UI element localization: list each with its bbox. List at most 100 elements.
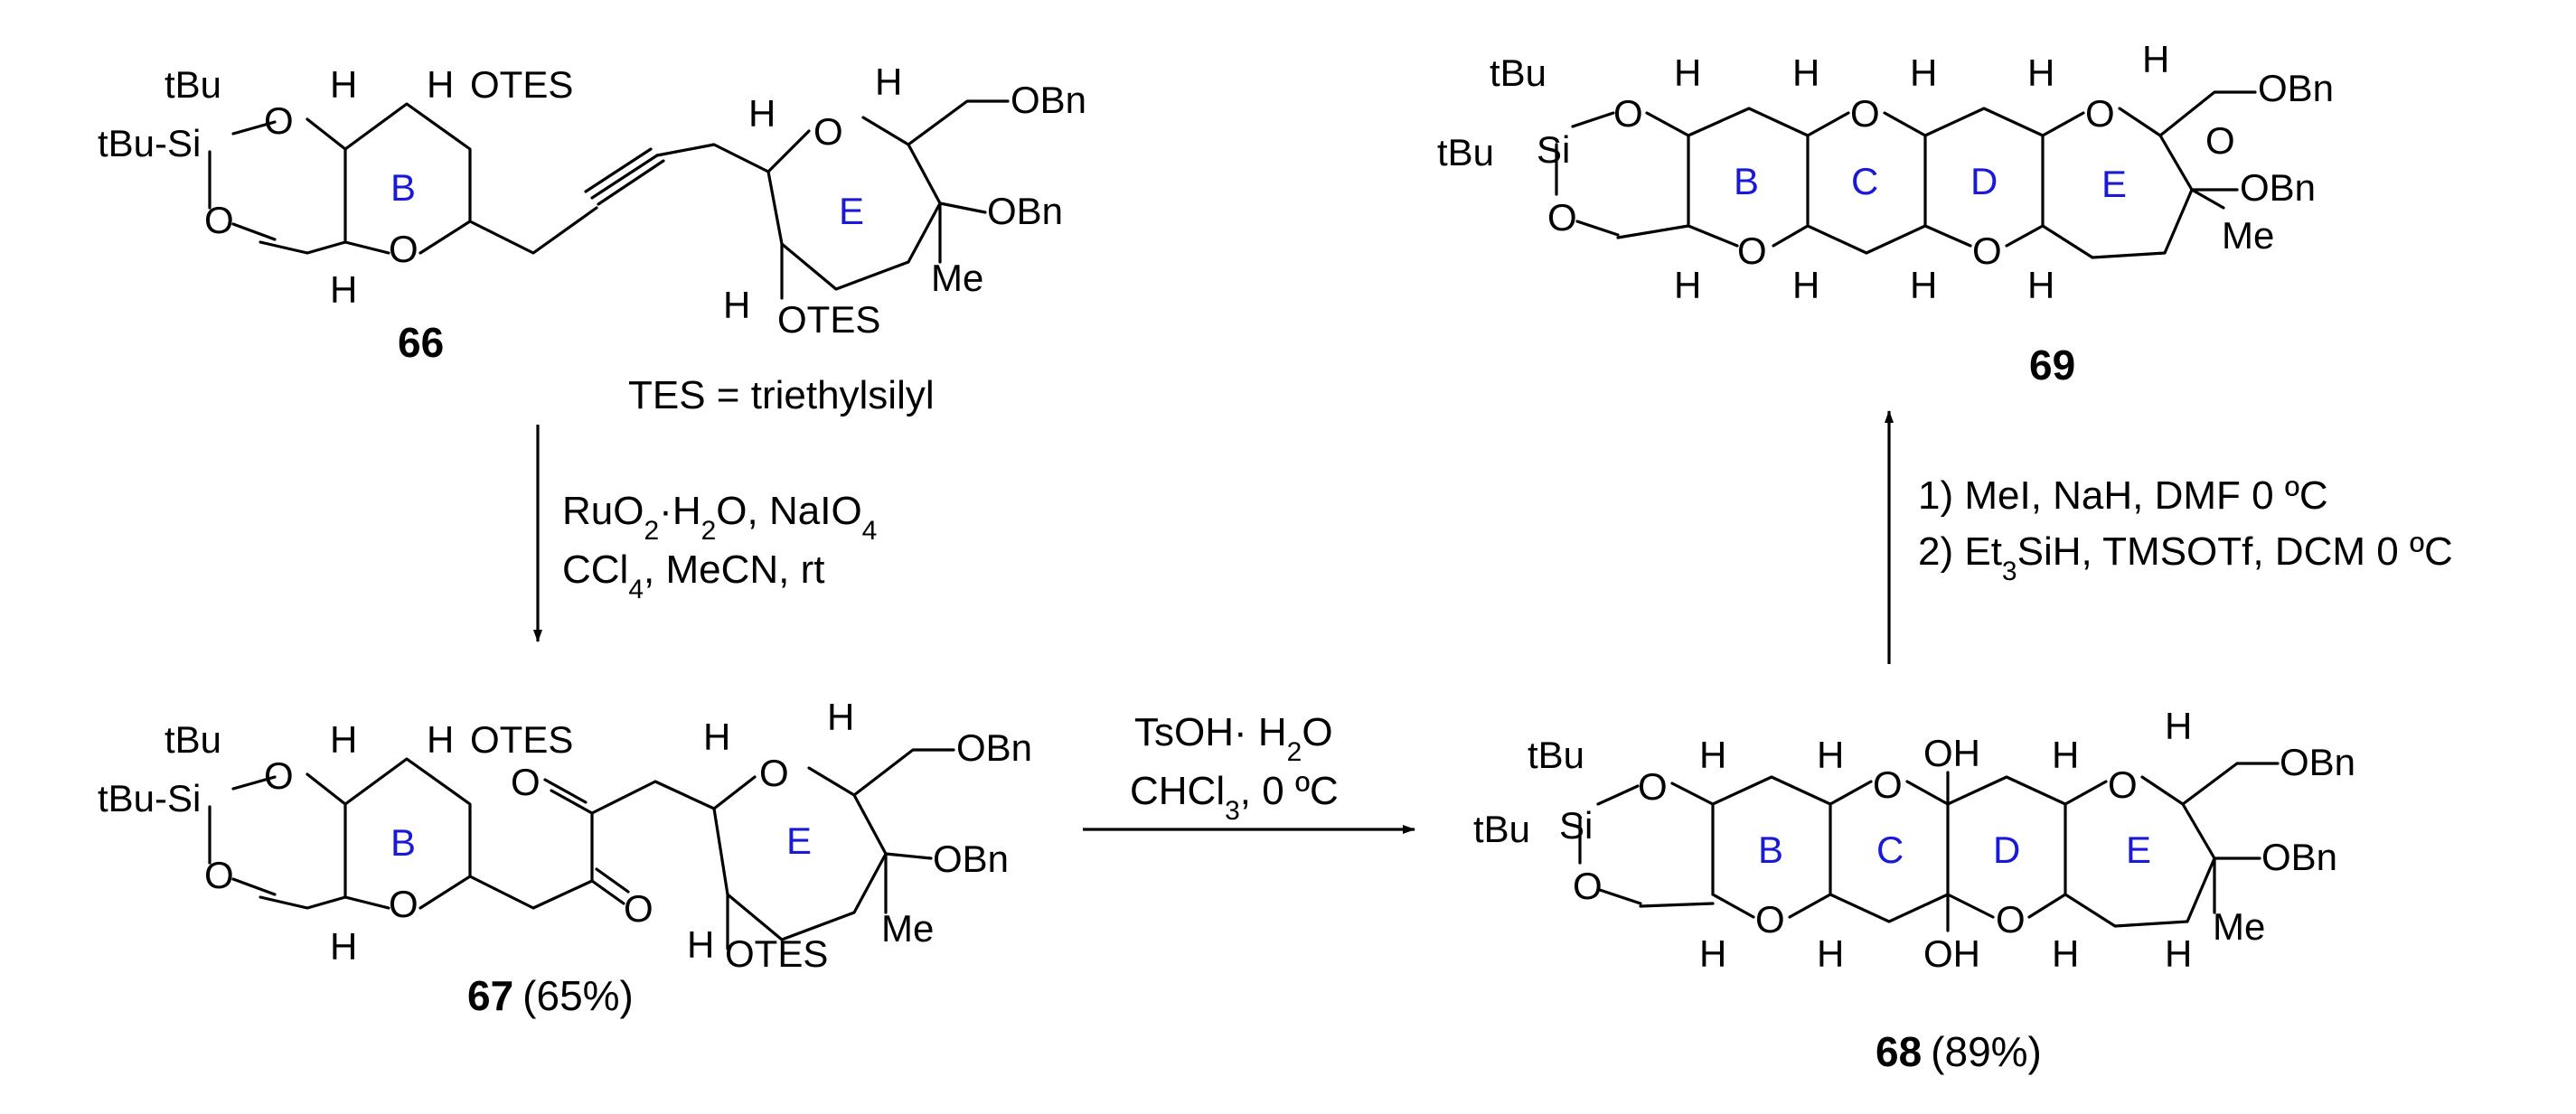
step-68-to-69-conditions-line1: 1) MeI, NaH, DMF 0 ºC — [1918, 473, 2328, 518]
compound-67-label: OBn — [956, 726, 1032, 769]
compound-69-ring-label: D — [1970, 160, 1998, 202]
compound-68-label: Me — [2213, 905, 2265, 948]
compound-68-label: O — [1573, 865, 1603, 907]
compound-67-label: OBn — [933, 838, 1009, 880]
step-67-to-68-conditions-line2: CHCl3, 0 ºC — [1130, 769, 1339, 826]
compound-66-ring-label: B — [390, 166, 416, 209]
compound-68-bonds — [1578, 762, 2280, 932]
step-66-to-67: RuO2·H2O, NaIO4 CCl4, MeCN, rt — [533, 425, 877, 642]
compound-69-bonds — [1555, 90, 2257, 259]
compound-68-ring-label: B — [1758, 828, 1783, 871]
step-67-to-68: TsOH· H2O CHCl3, 0 ºC — [1083, 710, 1415, 834]
compound-68-label: H — [1699, 734, 1726, 776]
compound-69-ring-label: E — [2101, 163, 2127, 205]
compound-68-label: O — [1638, 765, 1668, 808]
step-68-to-69: 1) MeI, NaH, DMF 0 ºC 2) Et3SiH, TMSOTf,… — [1885, 410, 2453, 664]
compound-67-label: O — [204, 854, 234, 896]
compound-68-label: OH — [1923, 932, 1980, 975]
compound-66-label: H — [875, 61, 902, 103]
compound-67-label: tBu-Si — [98, 777, 201, 819]
compound-69-label: OBn — [2240, 166, 2316, 209]
compound-67-label: Me — [881, 907, 934, 950]
compound-68: tBu tBu Si O O O O O O OH OH H H H H H H… — [1473, 705, 2355, 1075]
compound-69-label: H — [1792, 51, 1819, 94]
compound-66-label: H — [330, 268, 357, 311]
compound-66-label: OBn — [987, 190, 1063, 232]
step-66-to-67-conditions-line1: RuO2·H2O, NaIO4 — [562, 489, 877, 546]
compound-66-label: tBu — [165, 63, 221, 106]
compound-69-label: Me — [2222, 214, 2274, 257]
compound-67-label: O — [389, 883, 418, 925]
compound-68-label: O — [1873, 763, 1903, 806]
compound-66-label: Me — [931, 257, 983, 299]
compound-67-ring-label: E — [786, 819, 812, 862]
compound-66-label: OTES — [470, 63, 573, 106]
compound-69-label: Si — [1537, 128, 1570, 171]
compound-69-label: H — [1910, 264, 1937, 306]
compound-68-label: H — [2052, 734, 2079, 776]
compound-68-label: tBu — [1528, 734, 1584, 776]
compound-66-footnote: TES = triethylsilyl — [628, 373, 935, 417]
compound-68-label: tBu — [1473, 808, 1530, 850]
compound-67-label: OTES — [725, 932, 828, 975]
compound-68-label: H — [2165, 932, 2192, 975]
compound-67-ring-label: B — [390, 821, 416, 864]
step-66-to-67-conditions-line2: CCl4, MeCN, rt — [562, 548, 824, 604]
compound-68-label: O — [1996, 898, 2026, 941]
compound-69-label: O — [1850, 92, 1880, 135]
compound-69-label: H — [2142, 38, 2169, 80]
compound-67-label: O — [511, 761, 541, 803]
compound-69-label: O — [1613, 92, 1643, 135]
compound-67-label: O — [759, 752, 789, 794]
compound-66-number: 66 — [398, 319, 444, 366]
compound-68-label: O — [2108, 763, 2138, 806]
compound-67-label: H — [703, 716, 730, 758]
compound-67-label: H — [427, 718, 454, 761]
compound-67: tBu tBu-Si O O O O O O H H H OTES OTES H… — [98, 696, 1032, 1019]
compound-67-label: H — [330, 718, 357, 761]
compound-66-label: OTES — [777, 298, 880, 341]
compound-67-label: H — [330, 925, 357, 968]
compound-69-label: H — [2027, 264, 2054, 306]
compound-66-bonds — [208, 99, 1010, 300]
compound-68-label: Si — [1559, 804, 1593, 847]
compound-66-ring-label: E — [839, 190, 864, 232]
compound-68-ring-label: C — [1876, 828, 1904, 871]
compound-69-label: tBu — [1437, 131, 1494, 173]
compound-68-label: H — [1699, 932, 1726, 975]
compound-68-label: OH — [1923, 732, 1980, 774]
compound-66-label: H — [748, 92, 776, 135]
compound-66-label: O — [204, 199, 234, 241]
compound-69-label: H — [1910, 51, 1937, 94]
compound-67-label: tBu — [165, 718, 221, 761]
compound-66-label: O — [389, 228, 418, 270]
compound-69-number: 69 — [2029, 342, 2075, 388]
compound-68-label: H — [1817, 932, 1844, 975]
step-68-to-69-conditions-line2: 2) Et3SiH, TMSOTf, DCM 0 ºC — [1918, 529, 2453, 586]
compound-68-ring-label: E — [2126, 828, 2151, 871]
compound-69: tBu tBu Si O O O O O O O H H H H H H H H… — [1437, 38, 2334, 388]
compound-69-label: tBu — [1490, 51, 1547, 94]
compound-69-label: O — [2085, 92, 2115, 135]
compound-69-ring-label: C — [1851, 160, 1878, 202]
compound-67-bonds — [208, 748, 955, 950]
compound-69-label: H — [2027, 51, 2054, 94]
compound-68-ring-label: D — [1993, 828, 2020, 871]
compound-67-label: O — [264, 754, 294, 797]
step-67-to-68-conditions-line1: TsOH· H2O — [1134, 710, 1333, 767]
compound-66-label: O — [813, 110, 843, 153]
compound-68-label: OBn — [2280, 741, 2355, 783]
compound-67-label: OTES — [470, 718, 573, 761]
compound-68-label: H — [2165, 705, 2192, 747]
compound-69-label: O — [1972, 229, 2002, 272]
compound-67-label: H — [687, 923, 714, 966]
compound-68-caption: 68(89%) — [1876, 1028, 2042, 1075]
compound-69-label: H — [1792, 264, 1819, 306]
compound-69-label: O — [1547, 196, 1577, 239]
compound-68-label: H — [1817, 734, 1844, 776]
compound-69-label: OBn — [2258, 67, 2334, 109]
compound-68-label: OBn — [2261, 836, 2337, 878]
compound-67-caption: 67(65%) — [467, 972, 634, 1019]
compound-66-label: OBn — [1011, 79, 1086, 121]
